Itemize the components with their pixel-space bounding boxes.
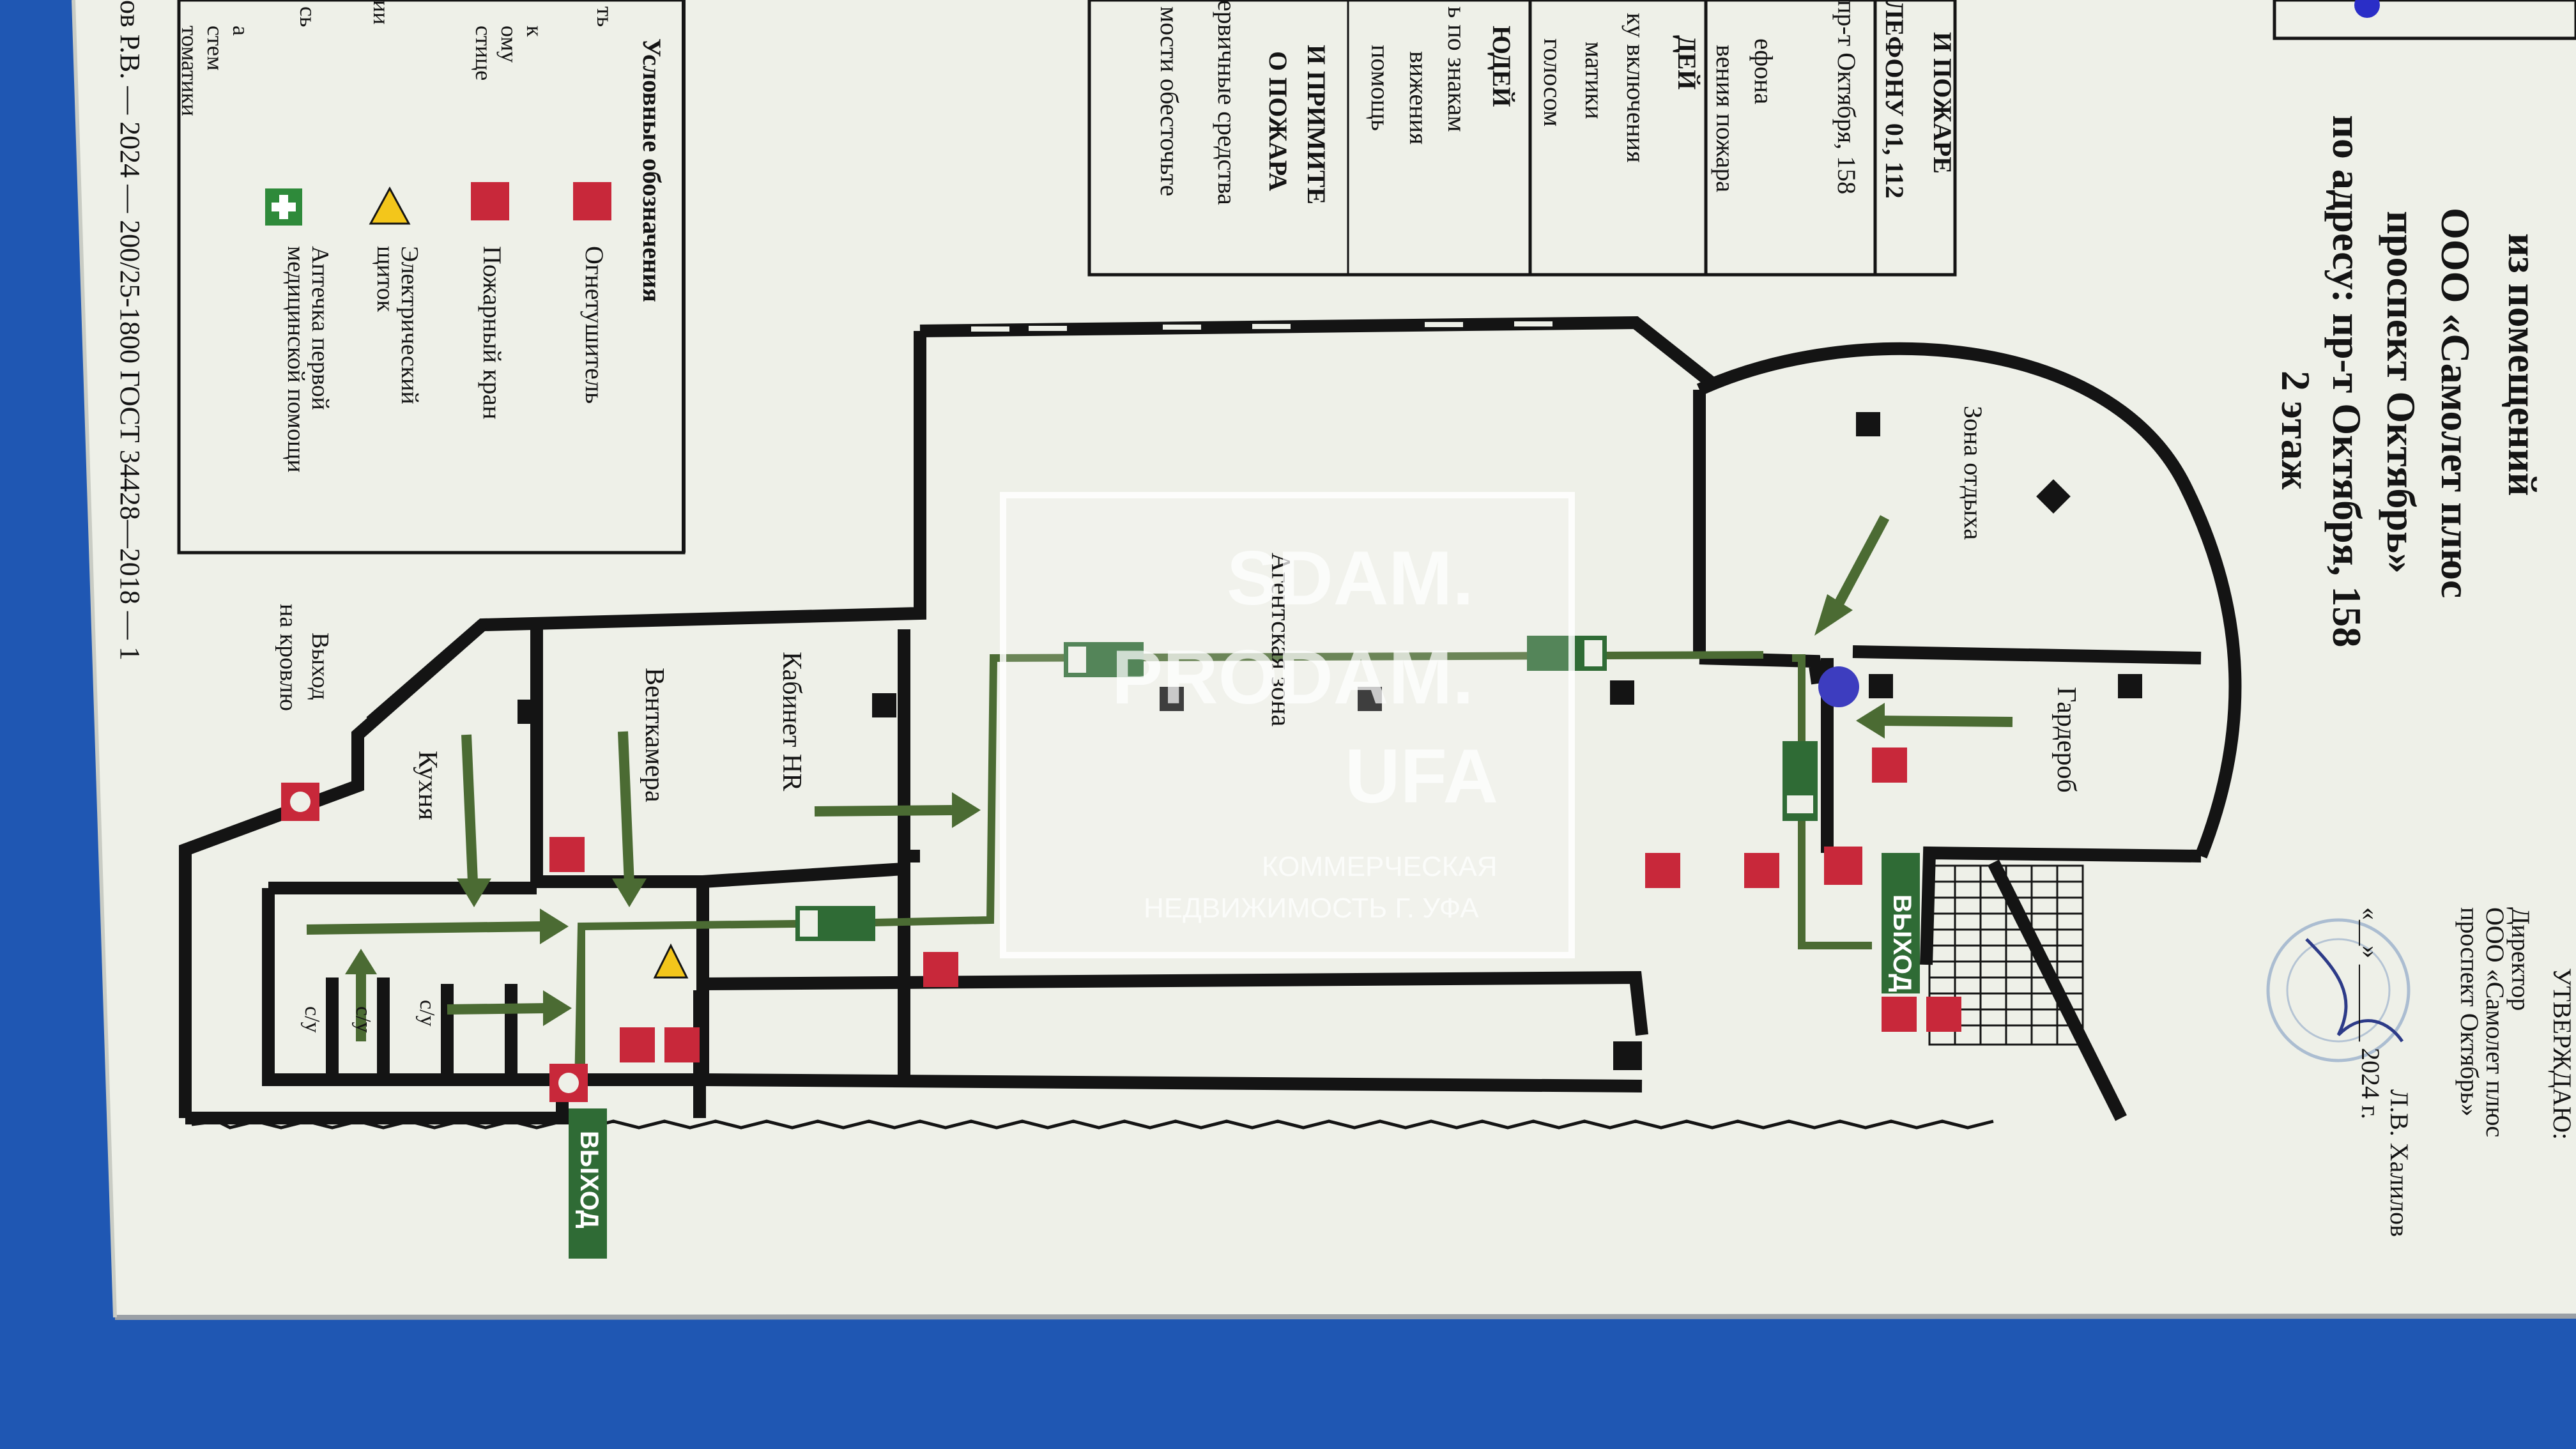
watermark-line-4: КОММЕРЧЕСКАЯ xyxy=(1262,851,1498,882)
electrical-panel-marker xyxy=(653,943,689,979)
legend-item-extinguisher: Огнетушитель xyxy=(580,246,609,404)
legend-heading: Условные обозначения xyxy=(638,38,666,302)
instr-line-c: ку включения xyxy=(1621,13,1650,163)
approval-stamp xyxy=(2266,918,2411,1062)
approval-date: «__» ______ 2024 г. xyxy=(2356,907,2385,1119)
room-roof-exit-1: Выход xyxy=(307,632,334,700)
room-roof-exit-2: на кровлю xyxy=(275,604,302,711)
legend-fragment-4: ии xyxy=(369,0,394,25)
watermark-line-5: НЕДВИЖИМОСТЬ Г. УФА xyxy=(1144,893,1479,924)
instr-line-a: ефона xyxy=(1749,38,1778,105)
instr-line-e: голосом xyxy=(1538,38,1567,127)
room-wc-3: с/у xyxy=(415,1000,439,1027)
bottom-glass-wall xyxy=(191,1119,1994,1130)
exit-label-bottom: ВЫХОД xyxy=(575,1131,603,1229)
instr-section-2: ДЕЙ xyxy=(1673,35,1701,90)
title-line-5: 2 этаж xyxy=(2273,371,2319,490)
legend-item-electrical: Электрический щиток xyxy=(372,246,423,404)
instr-line-d: матики xyxy=(1580,42,1609,119)
instr-line-f: ь по знакам xyxy=(1443,6,1471,132)
exit-sign-bottom xyxy=(569,1108,607,1259)
instr-phone-heading: ЛЕФОНУ 01, 112 xyxy=(1880,0,1909,199)
title-line-2: ООО «Самолет плюс xyxy=(2433,208,2478,599)
instr-section-4b: О ПОЖАРА xyxy=(1264,51,1292,191)
exit-sign-right xyxy=(1882,853,1920,993)
footer-text: ов Р.В. — 2024 — 200/25-1800 ГОСТ 34428—… xyxy=(114,0,146,661)
room-wardrobe: Гардероб xyxy=(2051,687,2081,793)
approval-heading: УТВЕРЖДАЮ: xyxy=(2548,968,2576,1140)
legend-fragment-1: к xyxy=(522,26,548,37)
room-rest-zone: Зона отдыха xyxy=(1959,406,1988,540)
floor-plan-walls xyxy=(179,316,2242,1124)
room-kitchen: Кухня xyxy=(413,751,442,820)
instr-address: пр-т Октября, 158 xyxy=(1832,0,1861,195)
watermark-line-2: PRODAM. xyxy=(1112,634,1474,720)
legend-fragment-6: а xyxy=(228,26,254,36)
watermark-frame xyxy=(1000,492,1575,958)
title-line-4: по адресу: пр-т Октября, 158 xyxy=(2324,115,2370,648)
instr-section-4a: И ПРИМИТЕ xyxy=(1302,45,1331,204)
route-arrows xyxy=(306,515,2013,1041)
room-hr-office: Кабинет HR xyxy=(777,652,806,792)
legend-fragment-8: томатики xyxy=(177,26,203,116)
instr-line-g: вижения xyxy=(1404,51,1433,145)
room-wc-1: с/у xyxy=(300,1006,324,1033)
approval-signatory: Л.В. Халилов xyxy=(2385,1089,2414,1238)
legend-item-hydrant: Пожарный кран xyxy=(478,246,507,420)
instr-line-h: помощь xyxy=(1366,45,1395,131)
approval-org-line-2: проспект Октябрь» xyxy=(2455,907,2484,1117)
legend-fragment-5: сь xyxy=(295,6,321,27)
fire-equipment-markers xyxy=(281,747,1961,1102)
you-are-here-marker xyxy=(1818,666,1859,707)
instructions-box xyxy=(1087,0,1957,277)
exit-label-right: ВЫХОД xyxy=(1888,894,1916,992)
legend-fragment-3: стице xyxy=(471,26,496,81)
legend-fragment-0: ть xyxy=(592,6,618,27)
signature-mark xyxy=(2305,938,2404,1043)
instr-line-j: мости обесточьте xyxy=(1155,6,1184,197)
legend-item-first-aid: Аптечка первой медицинской помощи xyxy=(282,246,334,473)
room-wc-2: с/у xyxy=(351,1006,375,1033)
legend-fragment-2: ому xyxy=(496,26,522,63)
room-vent-chamber: Венткамера xyxy=(640,668,669,802)
legend-fragment-7: стем xyxy=(203,26,228,71)
instr-line-b: вения пожара xyxy=(1711,45,1740,193)
approval-org-line-1: ООО «Самолет плюс xyxy=(2481,907,2510,1138)
exit-direction-signs xyxy=(795,636,1818,941)
approval-position: Директор xyxy=(2506,907,2535,1011)
watermark-line-3: UFA xyxy=(1345,733,1498,819)
watermark-line-1: SDAM. xyxy=(1227,535,1474,621)
instr-heading-top: И ПОЖАРЕ xyxy=(1928,32,1957,174)
title-line-1: из помещений xyxy=(2500,233,2545,496)
instr-section-3: ЮДЕЙ xyxy=(1487,26,1516,107)
instr-line-i: ервичные средства xyxy=(1213,0,1241,205)
title-line-3: проспект Октябрь» xyxy=(2379,211,2424,574)
